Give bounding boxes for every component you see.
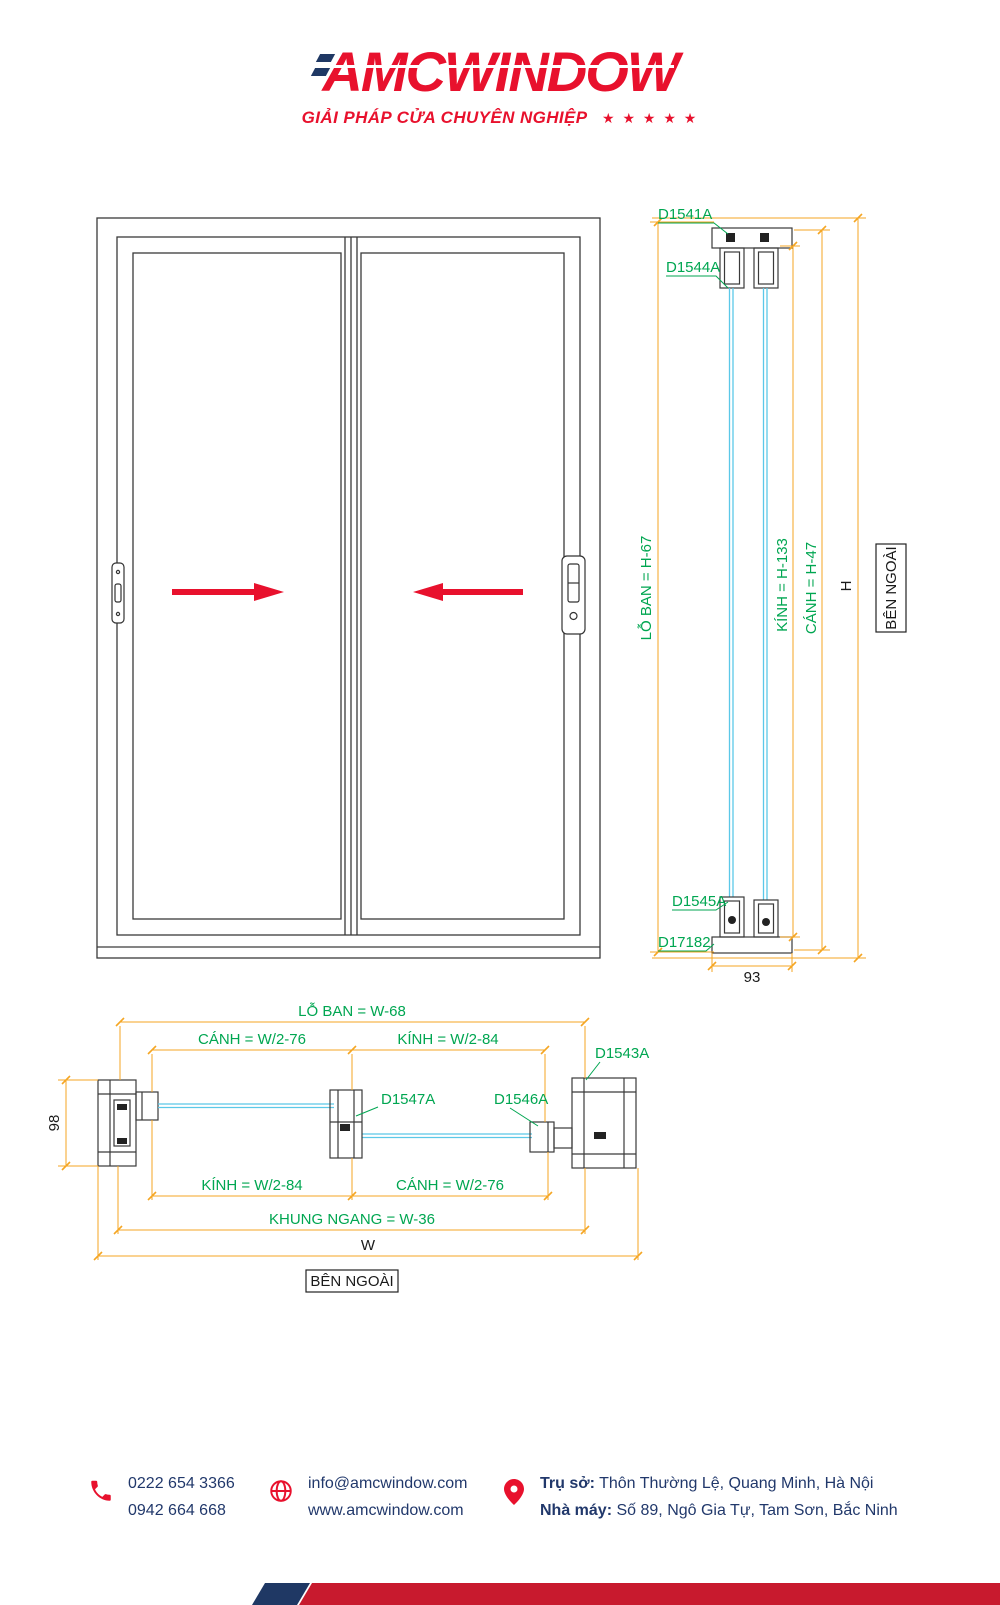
left-arrow-head	[413, 583, 443, 601]
dim-label-canh-h: CÁNH = H-47	[803, 542, 820, 634]
contact-phone-block: 0222 654 3366 0942 664 668	[88, 1470, 235, 1524]
left-jamb-profile	[97, 1079, 137, 1167]
top-roller-block	[726, 233, 735, 242]
sill-frame-profile	[711, 896, 793, 954]
phone-number-1: 0222 654 3366	[128, 1475, 235, 1492]
ben-ngoai-box-vertical	[875, 543, 907, 633]
brand-header: AMCWINDOW GIẢI PHÁP CỬA CHUYÊN NGHIỆP ★ …	[0, 44, 1000, 128]
address-2-label: Nhà máy:	[540, 1502, 613, 1519]
bottom-roller	[762, 918, 770, 926]
dim-label-canh-w-top: CÁNH = W/2-76	[198, 1031, 306, 1048]
bottom-roller	[728, 916, 736, 924]
interlock-profile	[329, 1089, 363, 1159]
vertical-leader-lines	[658, 222, 729, 952]
horizontal-section: LỖ BAN = W-68 CÁNH = W/2-76 KÍNH = W/2-8…	[46, 1002, 649, 1293]
address-1-label: Trụ sở:	[540, 1475, 595, 1492]
dim-label-kinh-w-bottom: KÍNH = W/2-84	[201, 1177, 302, 1194]
address-line-2: Nhà máy: Số 89, Ngô Gia Tự, Tam Sơn, Bắc…	[540, 1497, 898, 1524]
label-d1541a: D1541A	[658, 206, 712, 223]
bottom-stripe-red	[299, 1583, 1000, 1605]
phone-number-2: 0942 664 668	[128, 1502, 226, 1519]
right-arrow-head	[254, 583, 284, 601]
door-inner-frame	[116, 236, 581, 936]
dim-label-93: 93	[744, 969, 761, 986]
dim-label-kinh-w-top: KÍNH = W/2-84	[397, 1031, 498, 1048]
brand-logo: AMCWINDOW	[311, 44, 680, 100]
horizontal-leader-lines	[355, 1061, 601, 1127]
slide-direction-arrows	[172, 583, 523, 601]
address-1-value: Thôn Thường Lệ, Quang Minh, Hà Nội	[599, 1475, 874, 1492]
top-roller-block	[760, 233, 769, 242]
left-arrow-shaft	[441, 589, 523, 595]
contact-address-block: Trụ sở: Thôn Thường Lệ, Quang Minh, Hà N…	[502, 1470, 898, 1524]
brand-tagline-row: GIẢI PHÁP CỬA CHUYÊN NGHIỆP ★ ★ ★ ★ ★	[0, 108, 1000, 128]
footer-contact: 0222 654 3366 0942 664 668 info@amcwindo…	[0, 1470, 1000, 1540]
glass-pane-lines-horizontal	[158, 1103, 532, 1139]
brand-tagline: GIẢI PHÁP CỬA CHUYÊN NGHIỆP	[301, 108, 587, 127]
dim-label-kinh-h: KÍNH = H-133	[774, 538, 791, 632]
horizontal-dimension-ticks	[61, 1017, 643, 1261]
label-d1546a: D1546A	[494, 1091, 548, 1108]
contact-web-block: info@amcwindow.com www.amcwindow.com	[268, 1470, 467, 1524]
phone-icon	[88, 1478, 114, 1504]
label-d1547a: D1547A	[381, 1091, 435, 1108]
location-pin-icon	[502, 1478, 526, 1506]
globe-icon	[268, 1478, 294, 1504]
horizontal-dimension-lines	[58, 1021, 639, 1260]
right-arrow-shaft	[172, 589, 254, 595]
website-url: www.amcwindow.com	[308, 1502, 464, 1519]
glass-pane-lines-vertical	[728, 288, 768, 900]
bottom-stripe-navy	[252, 1583, 310, 1605]
label-d1543a: D1543A	[595, 1045, 649, 1062]
right-panel-glass-edge	[360, 252, 565, 920]
dim-label-h: H	[838, 581, 855, 592]
bottom-stripe	[0, 1583, 1000, 1605]
interlock-gasket-block	[340, 1124, 350, 1131]
rating-stars: ★ ★ ★ ★ ★	[602, 110, 699, 126]
label-d1545a: D1545A	[672, 893, 726, 910]
email-address: info@amcwindow.com	[308, 1475, 468, 1492]
address-2-value: Số 89, Ngô Gia Tự, Tam Sơn, Bắc Ninh	[616, 1502, 898, 1519]
left-panel-glass-edge	[132, 252, 342, 920]
vertical-dimension-lines	[650, 217, 866, 972]
jamb-gasket-block	[117, 1138, 127, 1144]
dim-label-khung-ngang: KHUNG NGANG = W-36	[269, 1211, 435, 1228]
dim-label-w: W	[361, 1237, 376, 1254]
dim-label-98: 98	[46, 1115, 63, 1132]
lock-stile-profile	[529, 1121, 555, 1153]
vertical-dimension-ticks	[653, 213, 863, 971]
jamb-gasket-block	[117, 1104, 127, 1110]
vertical-section: D1541A D1544A D1545A D17182 LỖ BAN = H-6…	[637, 206, 907, 986]
right-jamb-profile	[553, 1077, 637, 1169]
door-outer-frame	[96, 217, 601, 959]
jamb-gasket-block	[594, 1132, 606, 1139]
label-d1544a: D1544A	[666, 259, 720, 276]
address-line-1: Trụ sở: Thôn Thường Lệ, Quang Minh, Hà N…	[540, 1470, 898, 1497]
dim-label-lo-ban-h: LỖ BAN = H-67	[637, 536, 655, 641]
right-door-handle	[561, 555, 586, 635]
ben-ngoai-box-horizontal	[305, 1269, 399, 1293]
left-sash-stile	[135, 1091, 159, 1121]
label-ben-ngoai-vertical: BÊN NGOÀI	[883, 546, 900, 629]
label-d17182: D17182	[658, 934, 711, 951]
front-elevation	[96, 217, 601, 959]
dim-label-canh-w-bottom: CÁNH = W/2-76	[396, 1177, 504, 1194]
label-ben-ngoai-horizontal: BÊN NGOÀI	[310, 1273, 393, 1290]
brand-logo-text: AMCWINDOW	[322, 40, 679, 103]
dim-label-lo-ban-w: LỖ BAN = W-68	[298, 1002, 406, 1020]
head-frame-profile	[711, 227, 793, 289]
left-door-handle	[111, 562, 125, 624]
